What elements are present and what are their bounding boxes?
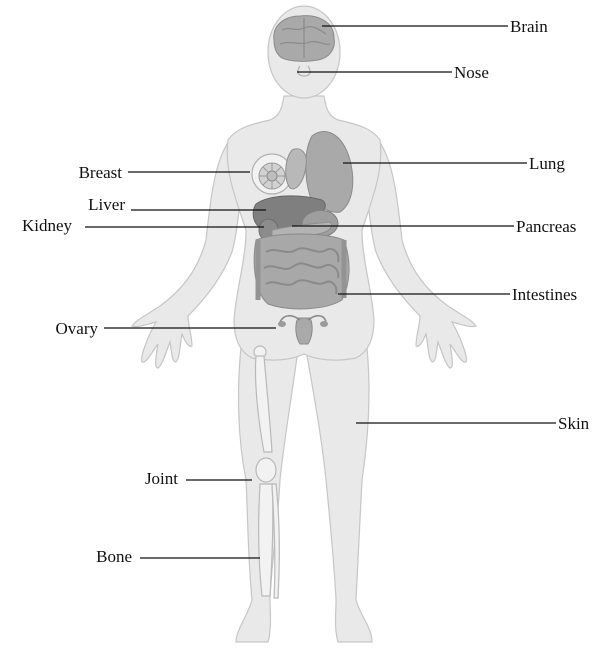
right-arm xyxy=(366,140,476,368)
label-pancreas: Pancreas xyxy=(516,217,576,236)
label-bone: Bone xyxy=(96,547,132,566)
label-skin: Skin xyxy=(558,414,590,433)
intestines-organ xyxy=(254,234,349,309)
left-arm xyxy=(132,140,242,368)
label-nose: Nose xyxy=(454,63,489,82)
label-ovary: Ovary xyxy=(56,319,99,338)
label-liver: Liver xyxy=(88,195,125,214)
label-lung: Lung xyxy=(529,154,565,173)
label-breast: Breast xyxy=(79,163,123,182)
brain-organ xyxy=(274,16,335,62)
label-brain: Brain xyxy=(510,17,548,36)
label-joint: Joint xyxy=(145,469,178,488)
label-intestines: Intestines xyxy=(512,285,577,304)
label-kidney: Kidney xyxy=(22,216,73,235)
right-leg xyxy=(306,338,372,642)
